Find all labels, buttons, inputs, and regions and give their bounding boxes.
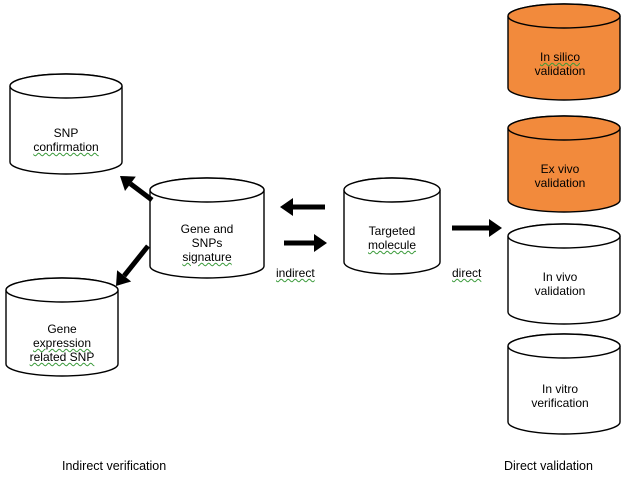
in-silico-label: In silico validation xyxy=(534,50,586,78)
arrow-to-targeted-molecule xyxy=(284,234,327,252)
arrow-to-gene-snps-signature xyxy=(280,198,325,216)
in-vivo-label: In vivo validation xyxy=(534,270,586,298)
indirect-edge-label: indirect xyxy=(276,266,315,280)
gene-expression-label: Gene expression related SNP xyxy=(29,322,95,364)
arrow-to-in-vivo xyxy=(452,219,502,237)
in-silico-cylinder xyxy=(507,3,621,101)
gene-snps-signature-label: Gene and SNPs signature xyxy=(180,222,234,264)
arrow-to-gene-expression xyxy=(116,244,150,286)
indirect-verification-caption: Indirect verification xyxy=(62,459,167,473)
gene-snps-signature-cylinder xyxy=(149,177,265,279)
snp-confirmation-cylinder xyxy=(9,73,123,175)
targeted-molecule-cylinder xyxy=(343,177,441,275)
arrow-to-snp-confirmation xyxy=(120,176,154,203)
ex-vivo-label: Ex vivo validation xyxy=(534,162,586,190)
in-vitro-cylinder xyxy=(507,333,621,435)
targeted-molecule-label: Targeted molecule xyxy=(367,224,417,252)
in-vitro-label: In vitro verification xyxy=(531,382,589,410)
in-vivo-cylinder xyxy=(507,223,621,325)
snp-confirmation-label: SNP confirmation xyxy=(33,126,99,154)
direct-edge-label: direct xyxy=(452,266,482,280)
gene-expression-cylinder xyxy=(5,277,119,377)
ex-vivo-cylinder xyxy=(507,115,621,213)
direct-validation-caption: Direct validation xyxy=(504,459,593,473)
